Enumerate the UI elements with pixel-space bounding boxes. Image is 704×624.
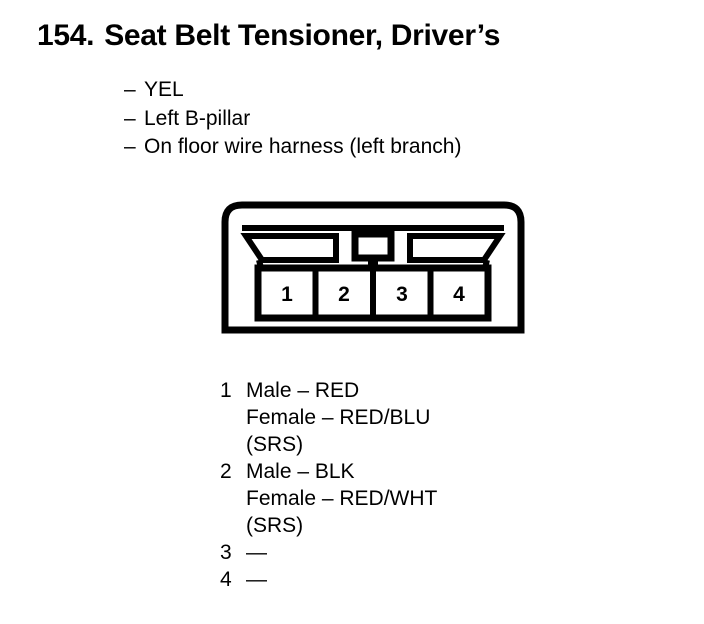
legend-line: Female – RED/WHT	[246, 487, 438, 510]
legend-pin-number: 1	[220, 379, 232, 402]
dash-bullet-icon: –	[124, 106, 136, 130]
pin-label-2: 2	[338, 283, 350, 306]
attribute-text: YEL	[144, 78, 184, 101]
dash-bullet-icon: –	[124, 78, 136, 101]
page-title: 154. Seat Belt Tensioner, Driver’s	[37, 21, 500, 51]
legend-line: (SRS)	[246, 433, 304, 456]
legend-row: 2 Male – BLK Female – RED/WHT (SRS)	[220, 458, 640, 539]
left-locking-tab	[240, 233, 339, 263]
legend-line: Male – RED	[246, 379, 360, 402]
legend-pin-number: 2	[220, 460, 232, 483]
legend-line: —	[246, 568, 267, 591]
entry-title: Seat Belt Tensioner, Driver’s	[104, 19, 501, 52]
legend-pin-number: 3	[220, 541, 232, 564]
connector-diagram: 1 2 3 4	[218, 198, 528, 338]
legend-pin-number: 4	[220, 568, 232, 591]
pin-legend: 1 Male – RED Female – RED/BLU (SRS) 2 Ma…	[220, 377, 640, 593]
legend-pin-body: Male – BLK Female – RED/WHT (SRS)	[246, 458, 640, 539]
list-item: – Left B-pillar	[124, 105, 604, 134]
list-item: – On floor wire harness (left branch)	[124, 133, 604, 162]
list-item: – YEL	[124, 76, 604, 105]
pin-label-1: 1	[281, 283, 293, 306]
attribute-text: Left B-pillar	[144, 106, 251, 130]
legend-row: 4 —	[220, 566, 640, 593]
right-locking-tab	[407, 233, 506, 263]
legend-pin-body: —	[246, 566, 640, 593]
pin-label-4: 4	[453, 283, 465, 306]
legend-pin-body: Male – RED Female – RED/BLU (SRS)	[246, 377, 640, 458]
center-key-tab	[351, 230, 395, 262]
legend-row: 3 —	[220, 539, 640, 566]
legend-pin-body: —	[246, 539, 640, 566]
entry-number: 154.	[37, 19, 95, 52]
legend-line: (SRS)	[246, 514, 304, 537]
legend-line: —	[246, 541, 267, 564]
legend-line: Female – RED/BLU	[246, 406, 431, 429]
legend-line: Male – BLK	[246, 460, 355, 483]
legend-row: 1 Male – RED Female – RED/BLU (SRS)	[220, 377, 640, 458]
attribute-text: On floor wire harness (left branch)	[144, 135, 462, 158]
pin-label-3: 3	[396, 283, 408, 306]
attribute-list: – YEL – Left B-pillar – On floor wire ha…	[124, 76, 604, 162]
dash-bullet-icon: –	[124, 135, 136, 158]
